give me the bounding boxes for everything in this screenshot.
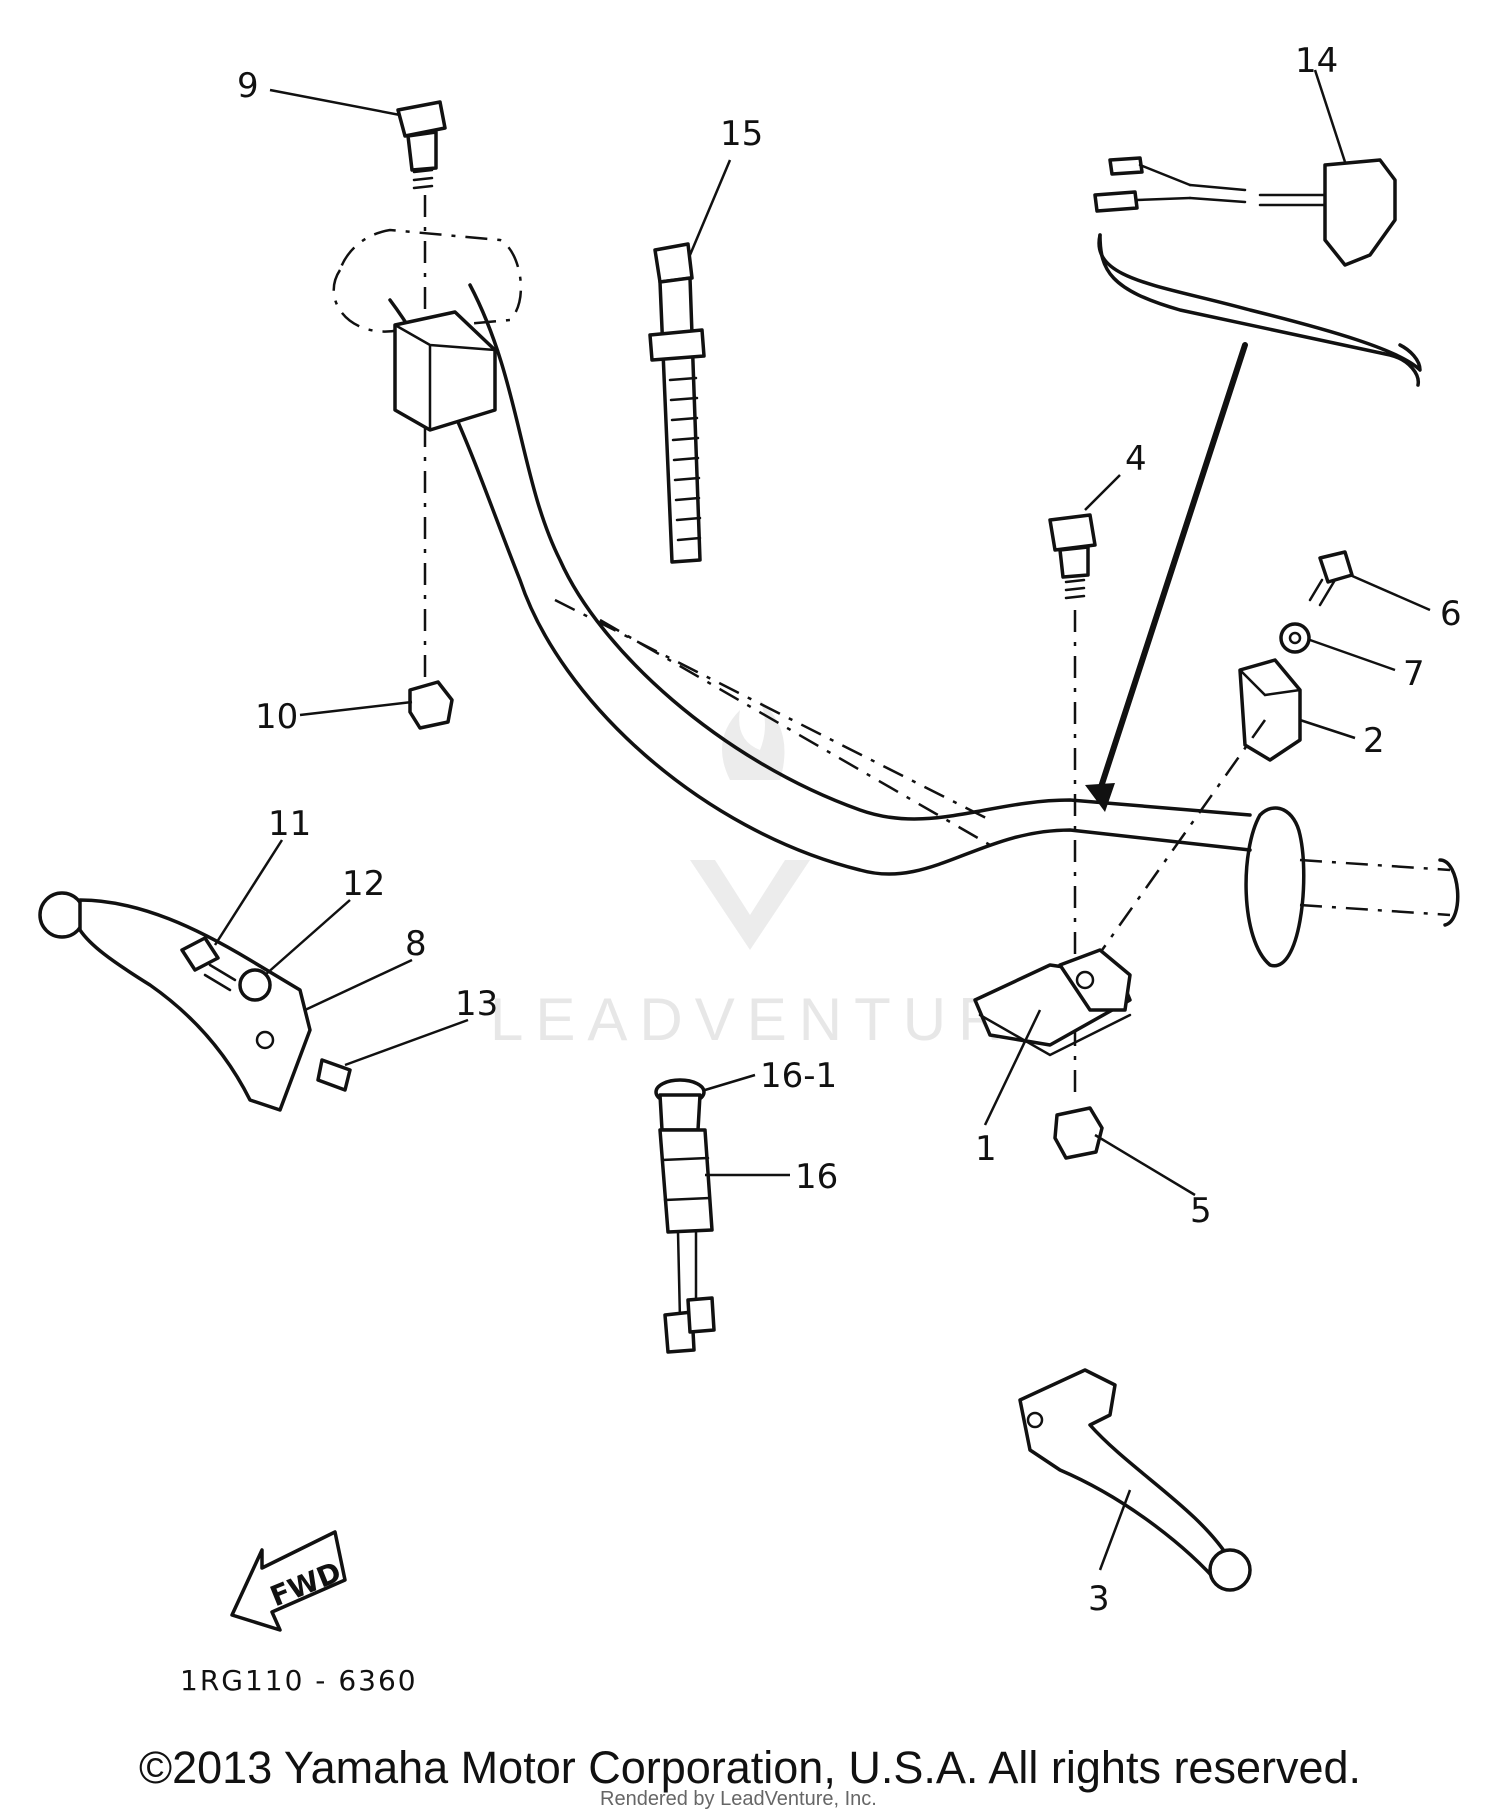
part-8-lever xyxy=(38,891,312,1112)
callout-7: 7 xyxy=(1403,654,1425,694)
handlebar xyxy=(332,228,1460,968)
part-1-bracket xyxy=(973,948,1132,1057)
callout-14: 14 xyxy=(1295,41,1338,81)
part-3-lever xyxy=(1018,1368,1252,1592)
callout-10: 10 xyxy=(255,697,298,737)
callout-15: 15 xyxy=(720,114,763,154)
clamp-block xyxy=(393,310,497,432)
render-credit: Rendered by LeadVenture, Inc. xyxy=(600,1788,877,1809)
callouts: 9 15 14 4 6 7 2 10 11 12 8 13 16-1 16 1 … xyxy=(237,41,1462,1619)
callout-9: 9 xyxy=(237,66,259,106)
callout-16: 16 xyxy=(795,1157,838,1197)
part-13-setscrew xyxy=(316,1058,352,1092)
detail-arrow xyxy=(1085,342,1248,812)
diagram-code: 1RG110 - 6360 xyxy=(180,1664,418,1697)
callout-5: 5 xyxy=(1190,1191,1212,1231)
part-6-screw xyxy=(1308,550,1354,607)
part-16-switch xyxy=(654,1078,716,1354)
leader-lines xyxy=(213,69,1431,1571)
part-2-holder xyxy=(1238,658,1302,762)
part-4-bolt xyxy=(1048,513,1097,600)
detail-bracket xyxy=(1097,233,1422,372)
callout-12: 12 xyxy=(342,864,385,904)
callout-13: 13 xyxy=(455,984,498,1024)
callout-4: 4 xyxy=(1125,439,1147,479)
copyright-notice: ©2013 Yamaha Motor Corporation, U.S.A. A… xyxy=(138,1742,1362,1793)
part-7-washer xyxy=(1279,622,1311,654)
part-12-nut xyxy=(238,968,272,1002)
callout-2: 2 xyxy=(1363,721,1385,761)
watermark-text: LEADVENTURE xyxy=(490,986,1065,1053)
part-9-bolt xyxy=(396,100,447,190)
part-5-nut xyxy=(1053,1106,1104,1160)
callout-1: 1 xyxy=(975,1129,997,1169)
callout-6: 6 xyxy=(1440,594,1462,634)
callout-8: 8 xyxy=(405,924,427,964)
part-14-switch xyxy=(1093,156,1397,267)
fwd-arrow: FWD xyxy=(230,1530,347,1632)
callout-11: 11 xyxy=(268,804,311,844)
detail-bracket-edge xyxy=(1098,233,1420,387)
callout-16-1: 16-1 xyxy=(760,1056,837,1096)
part-2-axis xyxy=(1093,719,1267,961)
part-15-cable-tie xyxy=(648,242,706,564)
callout-3: 3 xyxy=(1088,1579,1110,1619)
part-10-nut xyxy=(408,680,454,730)
part-11-bolt xyxy=(180,936,237,992)
watermark: LEADVENTURE xyxy=(490,700,1065,1053)
